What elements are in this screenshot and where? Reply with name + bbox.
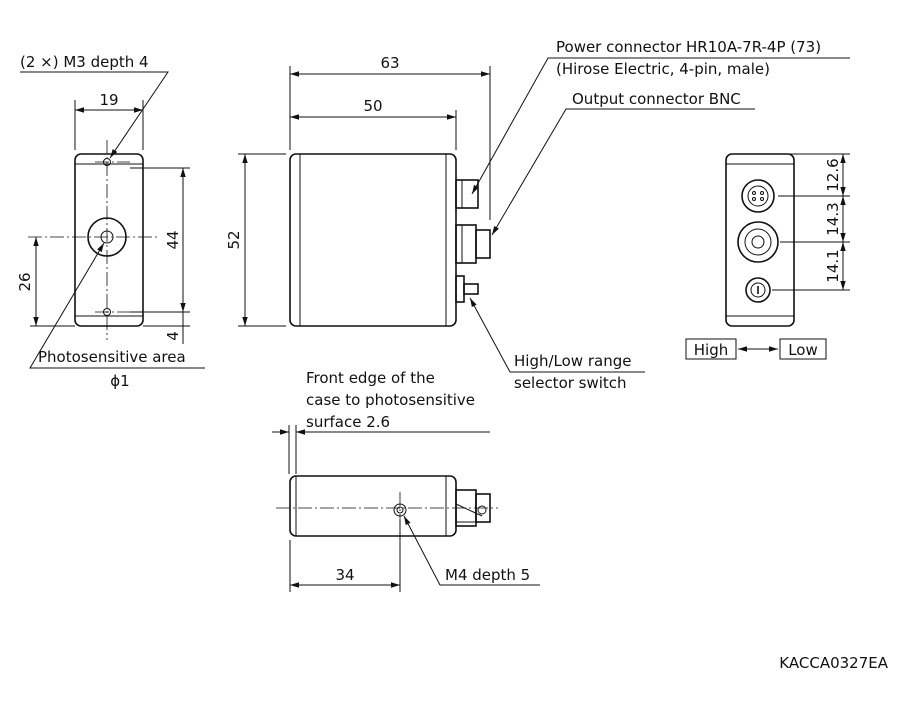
front-edge-label-1: Front edge of the (306, 369, 435, 387)
dim-14-1: 14.1 (824, 249, 842, 282)
m3-label: (2 ×) M3 depth 4 (20, 53, 149, 71)
m4-label: M4 depth 5 (445, 566, 530, 584)
dim-63: 63 (380, 54, 399, 72)
range-switch (455, 275, 465, 303)
low-box (779, 338, 827, 360)
top-view (272, 425, 540, 592)
top-view-body (289, 475, 457, 537)
side-view-body (289, 153, 457, 327)
high-box (685, 338, 737, 360)
front-view (20, 71, 205, 369)
dim-14-3: 14.3 (824, 202, 842, 235)
bnc-connector (455, 224, 477, 264)
dim-19: 19 (99, 91, 118, 109)
dim-44: 44 (164, 230, 182, 249)
switch-label-1: High/Low range (514, 352, 631, 370)
dim-50: 50 (363, 97, 382, 115)
front-edge-label-3: surface 2.6 (306, 413, 390, 431)
dim-34: 34 (335, 566, 354, 584)
dim-52: 52 (225, 230, 243, 249)
switch-label-2: selector switch (514, 374, 627, 392)
front-view-body (74, 153, 144, 327)
side-view (238, 57, 850, 373)
output-connector-label: Output connector BNC (572, 90, 741, 108)
rear-view (685, 153, 850, 360)
low-label: Low (788, 341, 818, 359)
power-connector (455, 179, 479, 209)
dim-4: 4 (164, 331, 182, 341)
drawing-code: KACCA0327EA (779, 654, 888, 672)
power-connector-label: Power connector HR10A-7R-4P (73) (556, 38, 821, 56)
photosensitive-area-label: Photosensitive area (38, 348, 186, 366)
rear-bnc-connector (737, 221, 779, 263)
front-edge-label-2: case to photosensitive (306, 391, 475, 409)
phi1-label: ϕ1 (110, 372, 129, 390)
rear-power-connector (741, 179, 775, 213)
rear-range-switch (745, 277, 771, 303)
high-label: High (694, 341, 728, 359)
dim-12-6: 12.6 (824, 158, 842, 191)
power-connector-sublabel: (Hirose Electric, 4-pin, male) (556, 60, 770, 78)
dim-26: 26 (16, 272, 34, 291)
